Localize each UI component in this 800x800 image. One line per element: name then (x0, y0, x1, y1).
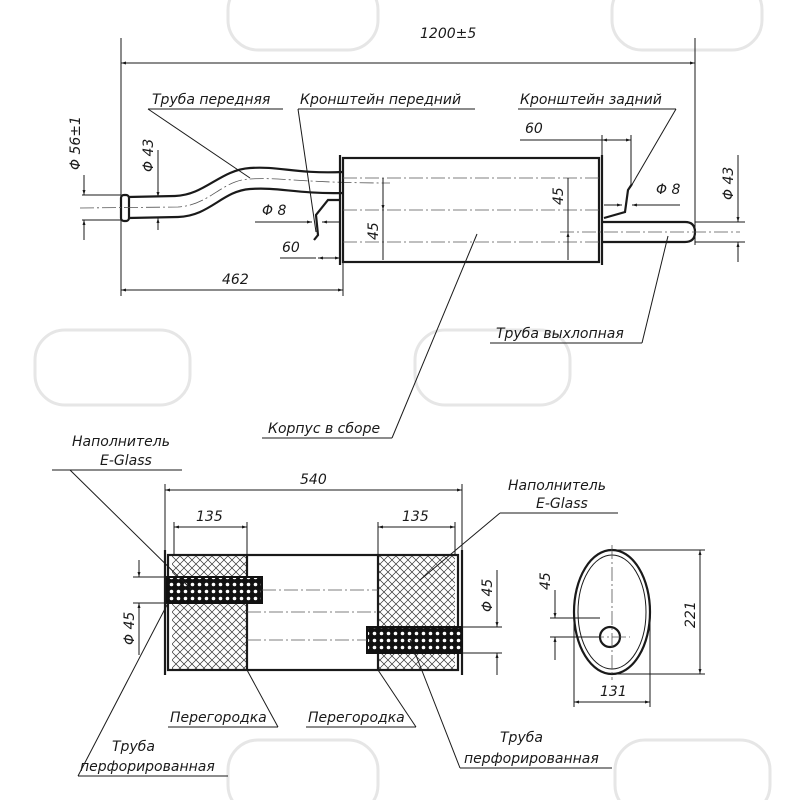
label-perf-left-2: перфорированная (80, 759, 215, 775)
dim-right-chamber: 135 (402, 509, 429, 525)
label-housing-assembly: Корпус в сборе (268, 421, 380, 437)
dim-end-offset: 45 (538, 572, 554, 590)
rear-bracket (603, 183, 633, 220)
dim-right-tube-dia: Φ 45 (480, 579, 496, 612)
end-view: 45 221 131 (538, 545, 705, 707)
section-view: 540 135 135 Φ 45 Φ 45 Наполнитель E-Glas… (52, 434, 618, 777)
dim-left-chamber: 135 (196, 509, 223, 525)
label-filler-right-2: E-Glass (536, 496, 588, 512)
top-view: 1200±5 Φ 56±1 Φ 43 Φ 8 60 45 462 (68, 26, 745, 439)
label-rear-bracket: Кронштейн задний (520, 92, 662, 108)
perf-tube-left (166, 576, 263, 604)
label-filler-right-1: Наполнитель (508, 478, 606, 494)
dim-rear-bracket-dia: Φ 8 (656, 182, 680, 198)
label-filler-left-1: Наполнитель (72, 434, 170, 450)
label-baffle-left: Перегородка (170, 710, 267, 726)
dim-body-start: 462 (222, 272, 249, 288)
dim-front-bracket-dia: Φ 8 (262, 203, 286, 219)
dim-rear-bracket-offset: 60 (525, 121, 543, 137)
label-exhaust-pipe: Труба выхлопная (496, 326, 624, 342)
label-front-pipe: Труба передняя (152, 92, 270, 108)
label-front-bracket: Кронштейн передний (300, 92, 461, 108)
dim-body-length: 540 (300, 472, 327, 488)
filler-left (172, 555, 247, 670)
label-baffle-right: Перегородка (308, 710, 405, 726)
perf-tube-right (366, 626, 463, 654)
label-filler-left-2: E-Glass (100, 453, 152, 469)
dim-front-offset: 45 (366, 222, 382, 240)
dim-front-bracket-offset: 60 (282, 240, 300, 256)
exhaust-pipe (560, 220, 740, 244)
front-pipe (79, 166, 391, 223)
dim-inlet-dia: Φ 56±1 (68, 116, 84, 170)
dim-tail-dia: Φ 43 (721, 167, 737, 200)
front-bracket (313, 198, 340, 241)
dim-overall-length: 1200±5 (420, 26, 476, 42)
label-perf-right-1: Труба (500, 730, 543, 746)
dim-left-tube-dia: Φ 45 (122, 612, 138, 645)
dim-end-width: 131 (600, 684, 627, 700)
dim-front-pipe-dia: Φ 43 (141, 139, 157, 172)
muffler-body (338, 155, 604, 265)
label-perf-left-1: Труба (112, 739, 155, 755)
dim-rear-offset: 45 (551, 187, 567, 205)
label-perf-right-2: перфорированная (464, 751, 599, 767)
dim-end-height: 221 (683, 601, 699, 628)
watermark-logos (33, 0, 772, 800)
